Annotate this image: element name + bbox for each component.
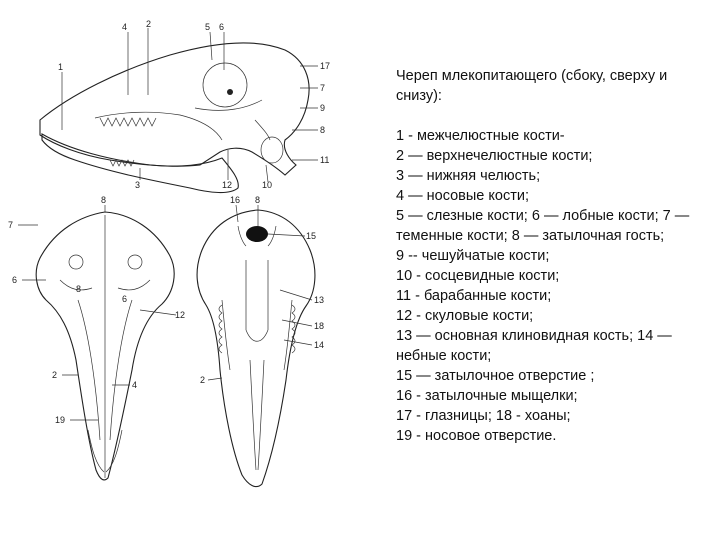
svg-text:15: 15	[306, 231, 316, 241]
caption-item: 19 - носовое отверстие.	[396, 428, 557, 444]
caption-title: Череп млекопитающего (сбоку, сверху и сн…	[396, 68, 668, 104]
caption-item: 16 - затылочные мыщелки;	[396, 388, 578, 404]
caption-item: 11 - барабанные кости;	[396, 288, 552, 304]
caption-item: 17 - глазницы; 18 - хоаны;	[396, 408, 571, 424]
svg-text:8: 8	[320, 125, 325, 135]
svg-text:16: 16	[230, 195, 240, 205]
svg-text:9: 9	[320, 103, 325, 113]
svg-text:12: 12	[222, 180, 232, 190]
svg-text:2: 2	[52, 370, 57, 380]
caption-item: 2 — верхнечелюстные кости;	[396, 148, 593, 164]
svg-text:6: 6	[219, 22, 224, 32]
svg-text:17: 17	[320, 61, 330, 71]
svg-text:3: 3	[135, 180, 140, 190]
svg-text:5: 5	[205, 22, 210, 32]
svg-text:8: 8	[101, 195, 106, 205]
svg-text:19: 19	[55, 415, 65, 425]
caption-item: 9 -- чешуйчатые кости;	[396, 248, 550, 264]
svg-text:14: 14	[314, 340, 324, 350]
caption: Череп млекопитающего (сбоку, сверху и сн…	[396, 66, 696, 446]
svg-text:8: 8	[255, 195, 260, 205]
caption-item: 1 - межчелюстные кости-	[396, 128, 565, 144]
svg-text:1: 1	[58, 62, 63, 72]
caption-item: 5 — слезные кости; 6 — лобные кости; 7 —…	[396, 208, 690, 244]
svg-text:7: 7	[320, 83, 325, 93]
caption-item: 10 - сосцевидные кости;	[396, 268, 560, 284]
skull-bottom-view: 16 8 15 13 18 14 2	[196, 195, 324, 488]
caption-item: 3 — нижняя челюсть;	[396, 168, 541, 184]
svg-text:13: 13	[314, 295, 324, 305]
svg-text:12: 12	[175, 310, 185, 320]
svg-text:8: 8	[76, 284, 81, 294]
caption-item: 4 — носовые кости;	[396, 188, 529, 204]
caption-item: 15 — затылочное отверстие ;	[396, 368, 595, 384]
svg-text:4: 4	[132, 380, 137, 390]
skull-diagram: 4 2 5 6 17 7 9 8 11 3 12 10 1 8 7 6 8 6 …	[8, 19, 330, 488]
skull-side-view: 4 2 5 6 17 7 9 8 11 3 12 10 1	[39, 19, 330, 194]
skull-top-view: 8 7 6 8 6 12 2 4 19	[8, 195, 185, 481]
svg-text:10: 10	[262, 180, 272, 190]
svg-text:4: 4	[122, 22, 127, 32]
svg-text:18: 18	[314, 321, 324, 331]
svg-text:2: 2	[200, 375, 205, 385]
svg-text:7: 7	[8, 220, 13, 230]
svg-text:6: 6	[122, 294, 127, 304]
svg-text:11: 11	[320, 155, 329, 165]
caption-item: 12 - скуловые кости;	[396, 308, 534, 324]
svg-text:2: 2	[146, 19, 151, 29]
caption-item: 13 — основная клиновидная кость; 14 — не…	[396, 328, 672, 364]
svg-text:6: 6	[12, 275, 17, 285]
